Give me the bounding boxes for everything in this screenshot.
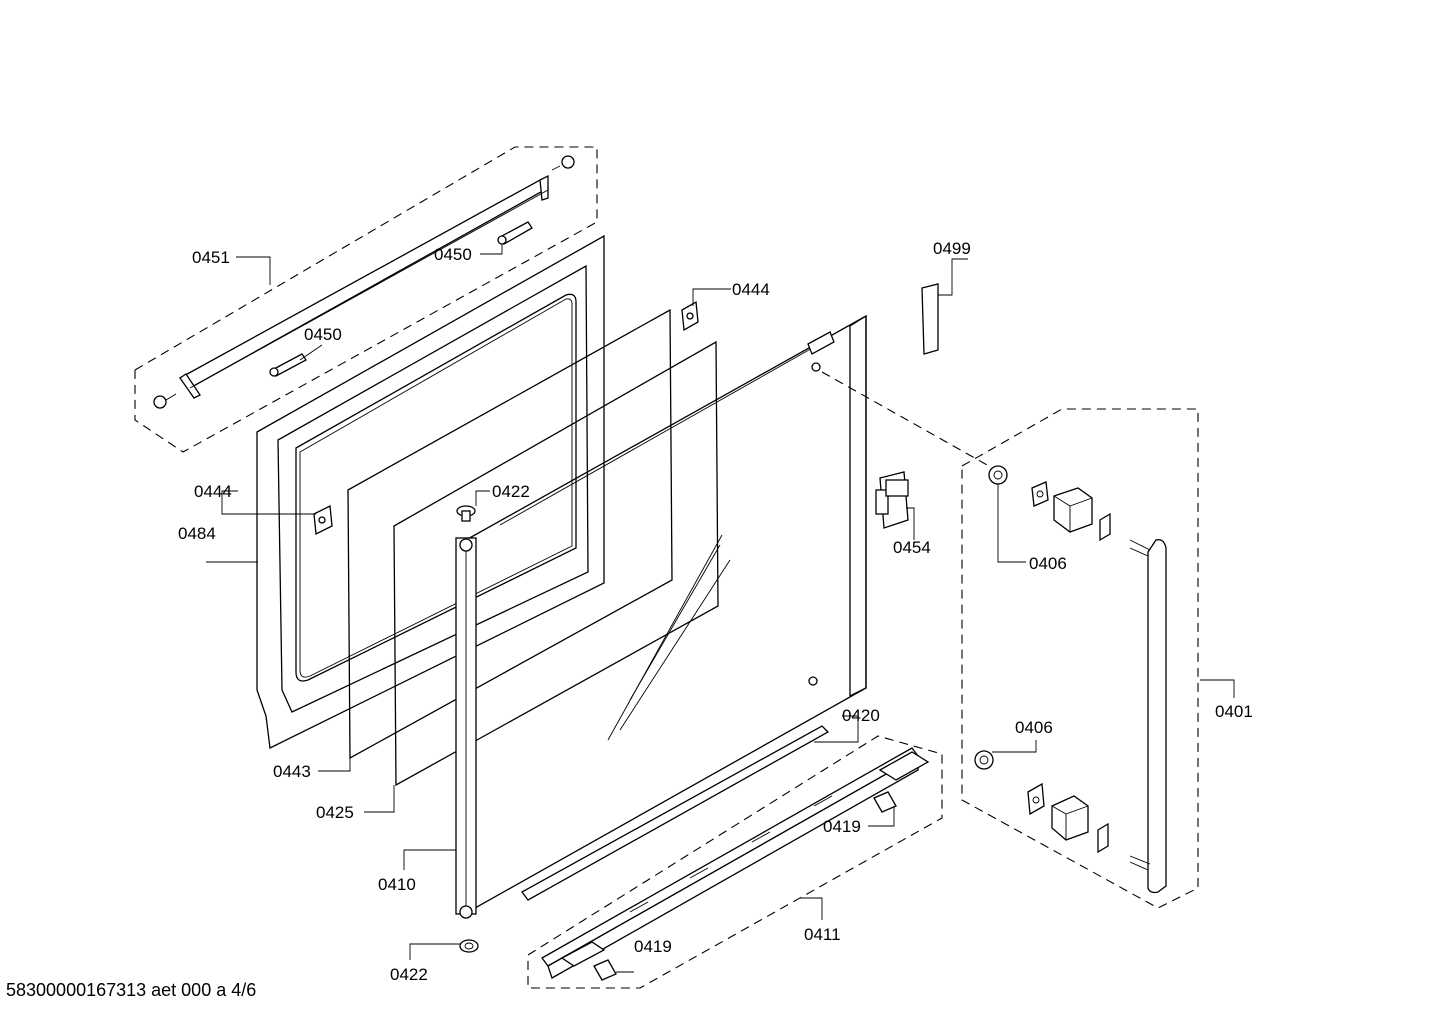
block-top <box>1053 487 1093 533</box>
callout-0444-right: 0444 <box>732 280 770 299</box>
side-profile-0410 <box>455 537 477 919</box>
callout-0406-bottom: 0406 <box>1015 718 1053 737</box>
callout-0401: 0401 <box>1215 702 1253 721</box>
callout-labels: 0451 0450 0450 0444 0499 0444 0484 0422 … <box>178 239 1253 984</box>
callout-0444-left: 0444 <box>194 482 232 501</box>
group-0451-outline <box>134 146 598 453</box>
cap-0406-bottom <box>974 750 994 770</box>
screw-top-right <box>551 155 575 171</box>
plate-0499 <box>921 283 939 355</box>
spacer-0450-mid <box>269 353 307 377</box>
glass-panel-0425 <box>393 340 719 787</box>
group-0401-outline <box>961 408 1199 909</box>
bracket-0444-right <box>681 300 699 332</box>
callout-0419-left: 0419 <box>634 937 672 956</box>
bracket-0444-left <box>313 504 333 536</box>
callout-0406-top: 0406 <box>1029 554 1067 573</box>
clip-top <box>1031 481 1049 507</box>
tab-bottom <box>1097 822 1109 854</box>
callout-0454: 0454 <box>893 538 931 557</box>
callout-0410: 0410 <box>378 875 416 894</box>
callout-0422-top: 0422 <box>492 482 530 501</box>
callout-0450-mid: 0450 <box>304 325 342 344</box>
clip-bottom <box>1027 782 1045 816</box>
hinge-part-0454 <box>875 471 909 529</box>
callout-0499: 0499 <box>933 239 971 258</box>
spacer-0450-top <box>497 221 533 245</box>
drawing-id-footer: 58300000167313 aet 000 a 4/6 <box>6 980 257 1000</box>
callout-0419-right: 0419 <box>823 817 861 836</box>
glass-panel-0443 <box>347 308 673 760</box>
callout-0420: 0420 <box>842 706 880 725</box>
callout-0422-bottom: 0422 <box>390 965 428 984</box>
seal-strip-0420 <box>521 725 830 901</box>
handle-bar <box>1129 539 1167 894</box>
callout-0484: 0484 <box>178 524 216 543</box>
block-bottom <box>1051 795 1089 841</box>
clip-0422-bottom <box>459 939 479 953</box>
group-0411-outline <box>527 735 943 989</box>
top-strip-part <box>178 174 550 399</box>
screw-bottom-left <box>153 393 177 409</box>
outer-glass-0410 <box>465 314 867 914</box>
clip-0422-top <box>456 505 476 522</box>
tab-top <box>1099 512 1111 542</box>
leader-lines <box>206 244 1235 973</box>
cap-0406-top <box>988 465 1008 485</box>
callout-0450-top: 0450 <box>434 245 472 264</box>
callout-0411: 0411 <box>804 925 841 944</box>
inner-door-frame-0484 <box>256 234 605 749</box>
callout-0425: 0425 <box>316 803 354 822</box>
clip-0419-left <box>593 959 617 981</box>
bottom-rail-part <box>541 747 930 979</box>
callout-0451: 0451 <box>192 248 230 267</box>
clip-0419-right <box>873 791 897 813</box>
callout-0443: 0443 <box>273 762 311 781</box>
